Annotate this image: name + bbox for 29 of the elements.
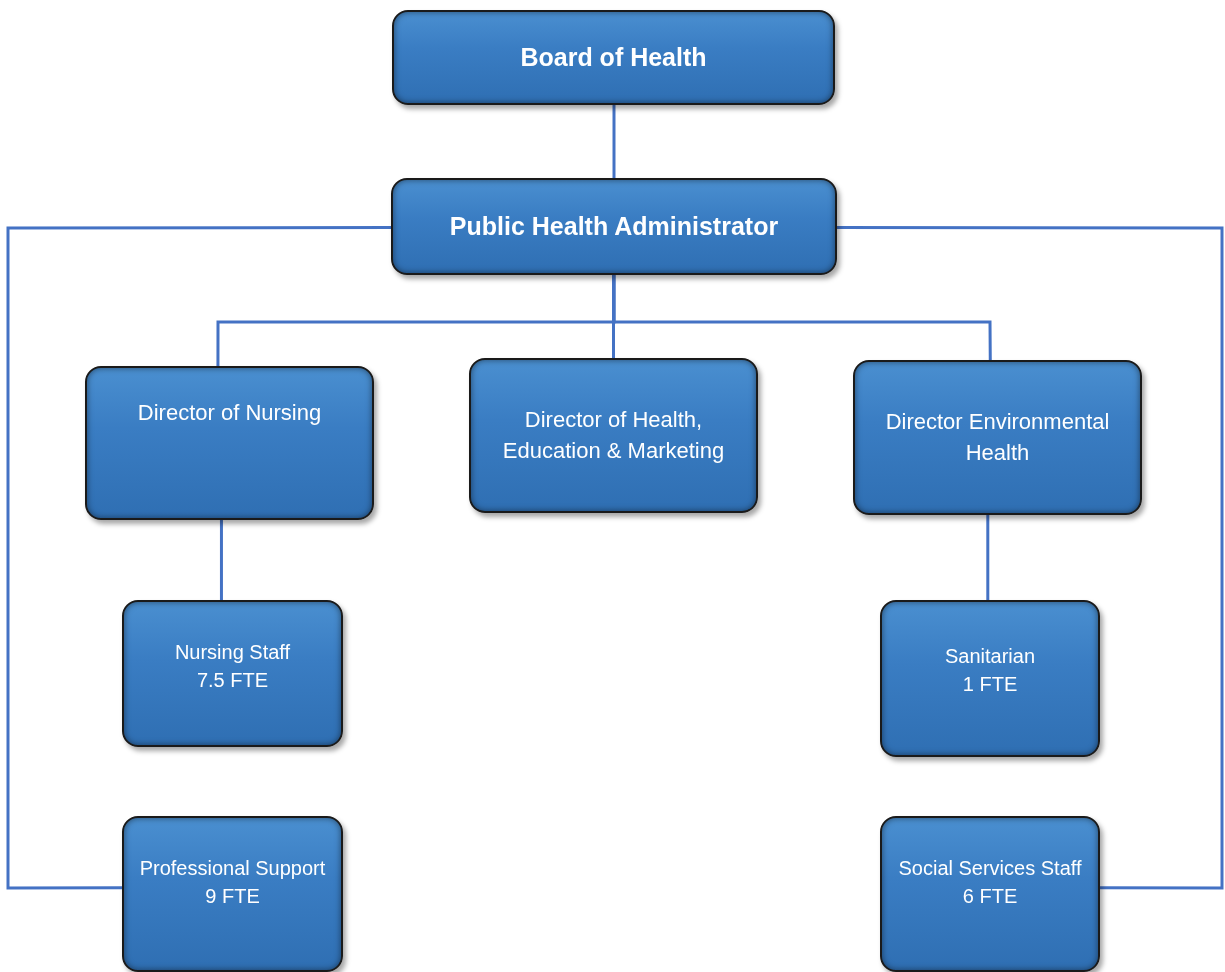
org-box <box>469 358 758 513</box>
role-text: 7.5 FTE <box>196 668 269 693</box>
role-text: 1 FTE <box>962 672 1018 697</box>
connector-line <box>986 515 990 600</box>
org-box <box>85 366 374 520</box>
org-box <box>880 816 1100 972</box>
role-text: Nursing Staff <box>174 640 291 665</box>
connector-line <box>612 275 615 358</box>
connector-line <box>219 520 223 600</box>
role-text: Professional Support <box>139 856 326 881</box>
org-box <box>122 600 343 747</box>
role-text: 9 FTE <box>205 884 260 909</box>
role-title: Board of Health <box>520 42 707 73</box>
role-text: Director Environmental Health <box>884 407 1111 467</box>
connector-line <box>612 105 616 178</box>
org-box <box>853 360 1142 515</box>
role-text: Social Services Staff <box>898 856 1082 881</box>
role-text: Director of Nursing <box>137 399 322 427</box>
connector-line <box>837 225 1224 890</box>
org-box <box>880 600 1100 757</box>
role-text: Director of Health, Education & Marketing <box>501 405 726 465</box>
org-box <box>122 816 343 972</box>
role-text: 6 FTE <box>962 884 1018 909</box>
role-title: Public Health Administrator <box>449 211 779 242</box>
org-box <box>391 178 837 275</box>
connector-line <box>612 275 992 360</box>
connector-line <box>6 225 391 890</box>
org-box <box>392 10 835 105</box>
role-text: Sanitarian <box>944 644 1036 669</box>
